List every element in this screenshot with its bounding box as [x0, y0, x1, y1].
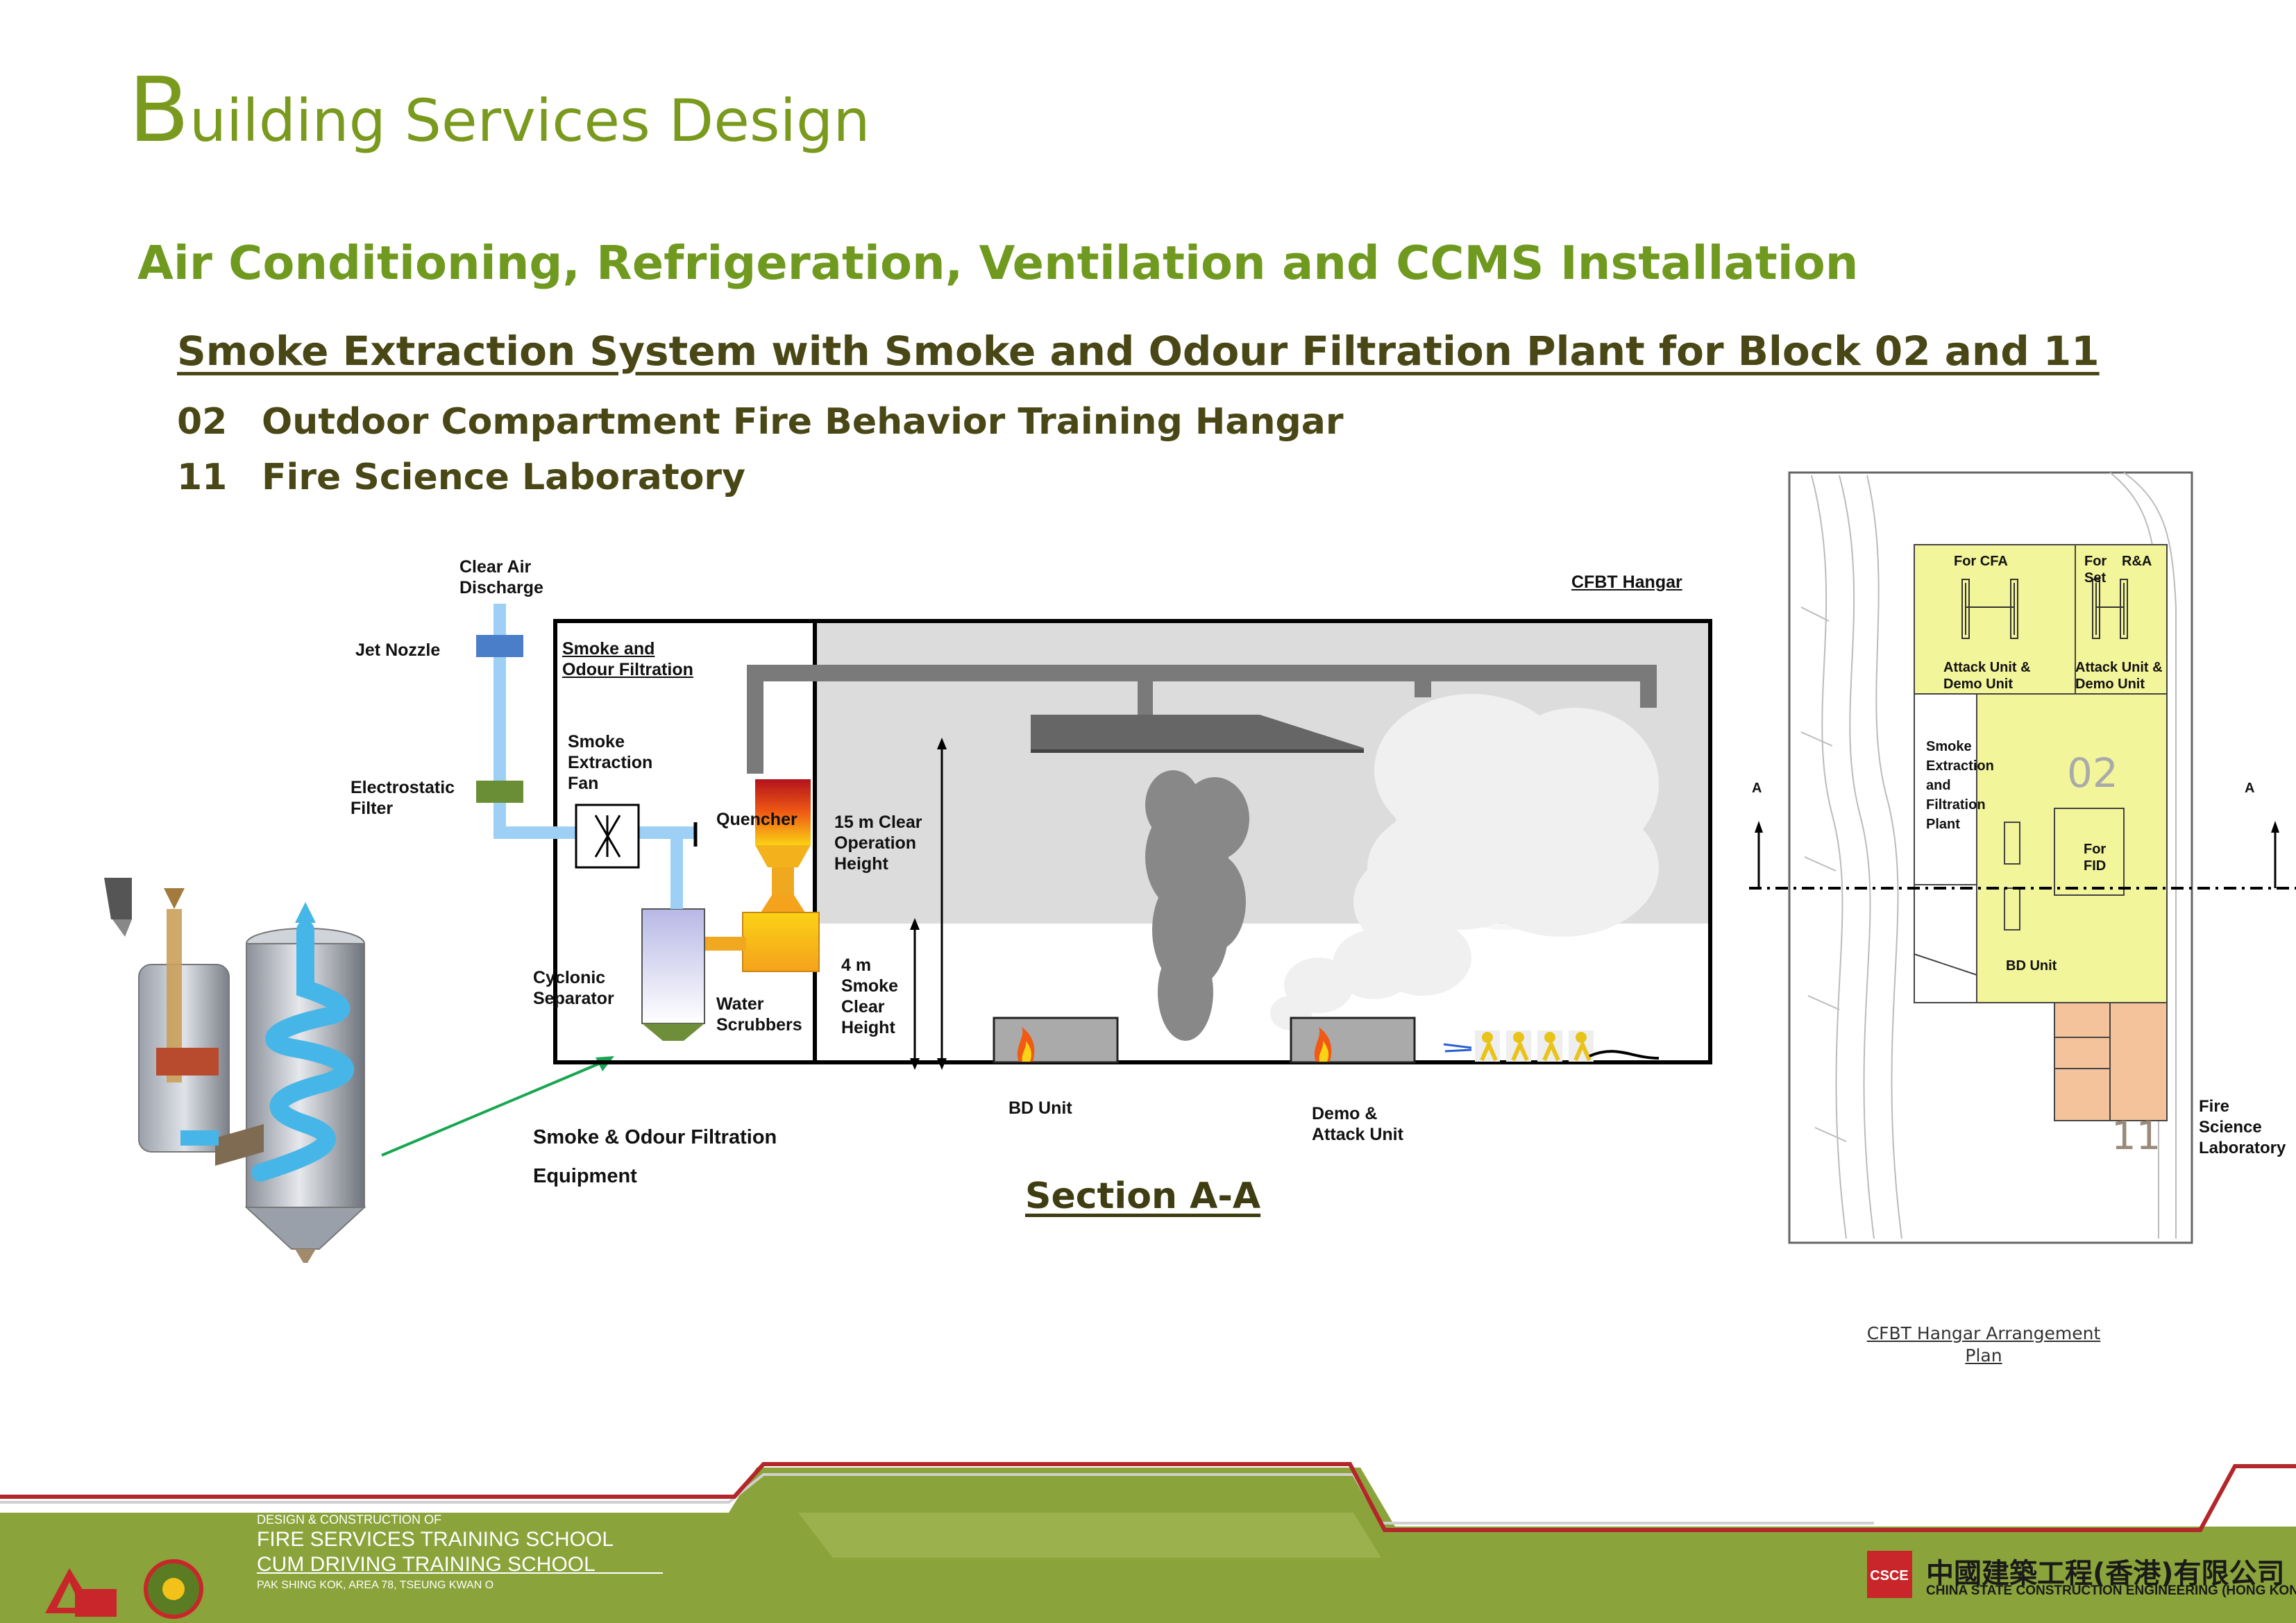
block-name: Fire Science Laboratory [262, 457, 745, 498]
block-name: Outdoor Compartment Fire Behavior Traini… [262, 401, 1344, 443]
section-aa-diagram [476, 604, 1712, 1070]
quencher-label: Quencher [716, 810, 797, 829]
bd-unit-label: BD Unit [1008, 1098, 1072, 1118]
plan-block-11-label: 11 [2111, 1114, 2161, 1159]
plan-fire-science-lab-label: Fire Science Laboratory [2199, 1097, 2286, 1157]
title-initial: B [128, 59, 189, 162]
plan-block-02-label: 02 [2067, 749, 2118, 797]
block-11-line: 11 Fire Science Laboratory [177, 457, 745, 498]
plan-attack-demo-label-2: Attack Unit & Demo Unit [2075, 660, 2163, 692]
block-number: 11 [177, 457, 228, 498]
plan-for-fid-label: For FID [2084, 842, 2107, 874]
page-title: Building Services Design [128, 59, 870, 162]
section-aa-label: Section A-A [1025, 1175, 1261, 1217]
company-name-cn: 中國建築工程(香港)有限公司 [1926, 1558, 2285, 1590]
smoke-odour-filtration-label: Smoke and Odour Filtration [562, 639, 693, 679]
svg-text:CSCE: CSCE [1870, 1568, 1909, 1583]
plan-caption: CFBT Hangar Arrangement Plan [1866, 1323, 2102, 1367]
plan-attack-demo-label-1: Attack Unit & Demo Unit [1943, 660, 2031, 692]
title-rest: uilding Services Design [189, 87, 870, 155]
plan-for-cfa-label: For CFA [1954, 554, 2008, 569]
jet-nozzle-label: Jet Nozzle [355, 640, 441, 660]
page-subtitle: Air Conditioning, Refrigeration, Ventila… [137, 236, 1859, 290]
plan-caption-line1: CFBT Hangar Arrangement [1866, 1323, 2101, 1343]
plan-for-set-label: For Set [2084, 554, 2107, 586]
plan-smoke-plant-label: Smoke Extraction and Filtration Plant [1926, 739, 1994, 832]
electrostatic-filter-label: Electrostatic Filter [351, 778, 455, 818]
cfbt-hangar-label: CFBT Hangar [1571, 572, 1682, 592]
smoke-extraction-fan-label: Smoke Extraction Fan [568, 732, 653, 793]
equipment-caption-line2: Equipment [533, 1165, 637, 1187]
hangar-arrangement-plan [1749, 471, 2296, 1244]
footer-line2: FIRE SERVICES TRAINING SCHOOL [257, 1528, 614, 1551]
company-name-en: CHINA STATE CONSTRUCTION ENGINEERING (HO… [1926, 1583, 2296, 1598]
footer-line1: DESIGN & CONSTRUCTION OF [257, 1513, 442, 1527]
equipment-caption-line1: Smoke & Odour Filtration [533, 1126, 777, 1148]
footer-band: CSCE [0, 1462, 2296, 1623]
plan-caption-line2: Plan [1965, 1345, 2002, 1366]
clear-operation-height-label: 15 m Clear Operation Height [834, 813, 922, 874]
filtration-equipment-illustration [104, 878, 366, 1263]
demo-attack-unit-label: Demo & Attack Unit [1312, 1104, 1403, 1144]
footer-line3: CUM DRIVING TRAINING SCHOOL [257, 1553, 596, 1576]
clear-air-discharge-label: Clear Air Discharge [459, 557, 543, 597]
plan-section-mark-left: A [1752, 781, 1762, 796]
block-02-line: 02 Outdoor Compartment Fire Behavior Trai… [177, 401, 1343, 443]
plan-ra-label: R&A [2122, 554, 2152, 569]
footer-line4: PAK SHING KOK, AREA 78, TSEUNG KWAN O [257, 1579, 494, 1591]
block-number: 02 [177, 401, 228, 443]
smoke-clear-height-label: 4 m Smoke Clear Height [841, 955, 898, 1037]
plan-bd-unit-label: BD Unit [2006, 958, 2057, 974]
section-title: Smoke Extraction System with Smoke and O… [177, 328, 2100, 375]
water-scrubbers-label: Water Scrubbers [716, 994, 802, 1035]
cyclonic-separator-label: Cyclonic Separator [533, 968, 614, 1008]
plan-section-mark-right: A [2245, 781, 2255, 796]
